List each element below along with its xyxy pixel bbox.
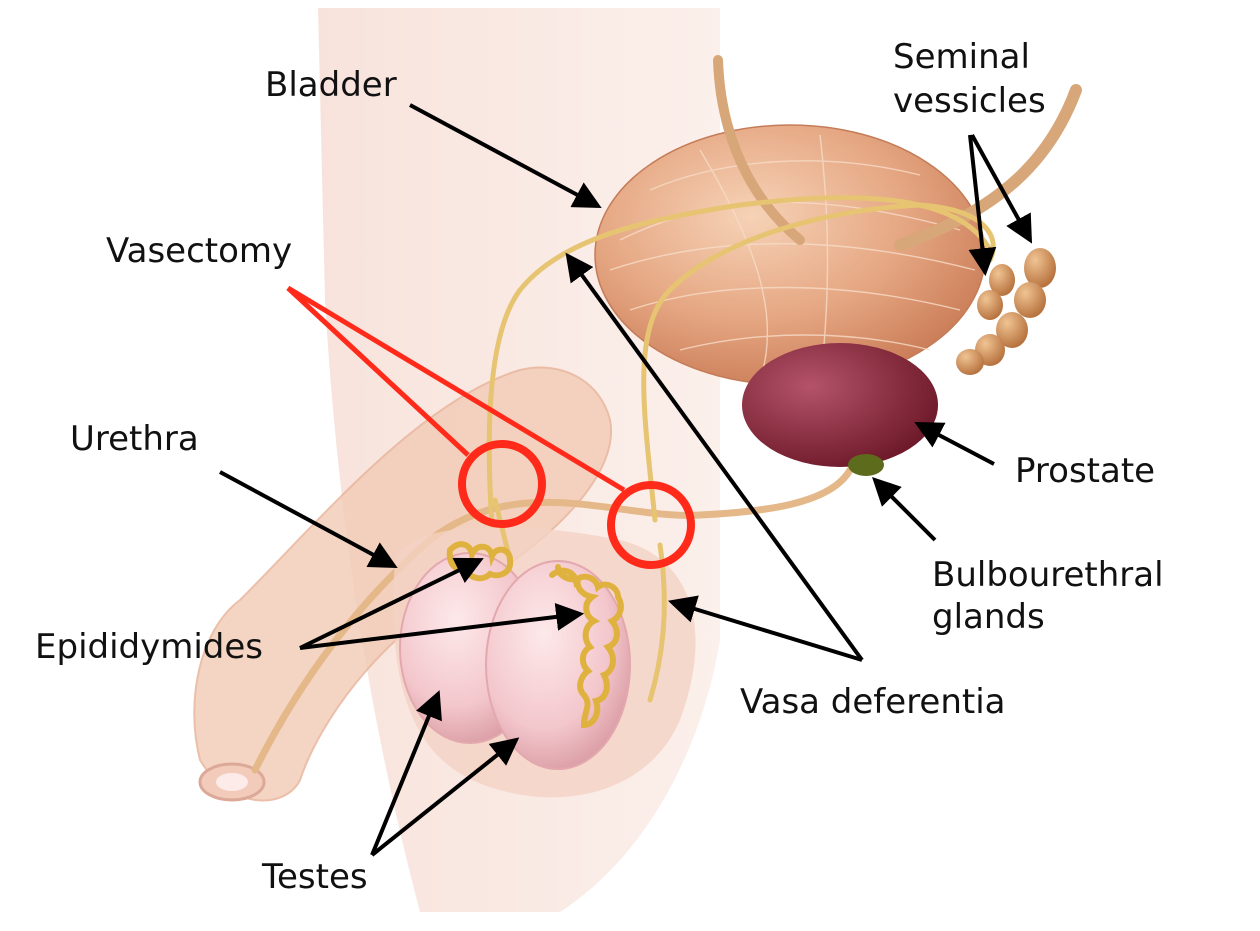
- bulbourethral-glands: [848, 454, 884, 476]
- ureter-left: [713, 55, 805, 245]
- label-vasa-deferentia: Vasa deferentia: [740, 682, 1006, 722]
- label-urethra: Urethra: [70, 419, 199, 459]
- arrow-bulbourethral: [872, 477, 937, 542]
- label-prostate: Prostate: [1015, 451, 1155, 491]
- label-bulbourethral-line1: Bulbourethral: [932, 555, 1164, 595]
- arrow-prostate: [914, 422, 995, 466]
- label-seminal-vessicles-line2: vessicles: [893, 81, 1046, 121]
- arrow-bladder: [409, 103, 602, 208]
- arrow-seminal-1: [968, 134, 997, 277]
- arrow-seminal-2: [970, 134, 1033, 244]
- prostate: [742, 343, 938, 467]
- vasectomy-circle-right: [607, 481, 695, 569]
- bladder: [594, 124, 986, 386]
- arrow-testis-2: [370, 737, 520, 857]
- vasectomy-marker: [286, 285, 695, 569]
- label-epididymides: Epididymides: [35, 627, 263, 667]
- arrow-epididymis-2: [299, 602, 585, 650]
- arrow-epididymis-1: [299, 557, 484, 650]
- arrow-urethra: [219, 470, 398, 568]
- arrow-vasa-2: [667, 595, 863, 662]
- label-seminal-vessicles-line1: Seminal: [893, 37, 1030, 77]
- label-vasectomy: Vasectomy: [106, 231, 292, 271]
- label-bulbourethral-line2: glands: [932, 597, 1045, 637]
- vasectomy-circle-left: [458, 440, 546, 528]
- arrow-vasa-1: [565, 252, 864, 662]
- ureter-right: [894, 84, 1082, 251]
- label-testes: Testes: [261, 857, 368, 897]
- pointer-arrows: [219, 103, 1033, 857]
- label-bladder: Bladder: [265, 65, 397, 105]
- arrow-testis-1: [370, 690, 442, 856]
